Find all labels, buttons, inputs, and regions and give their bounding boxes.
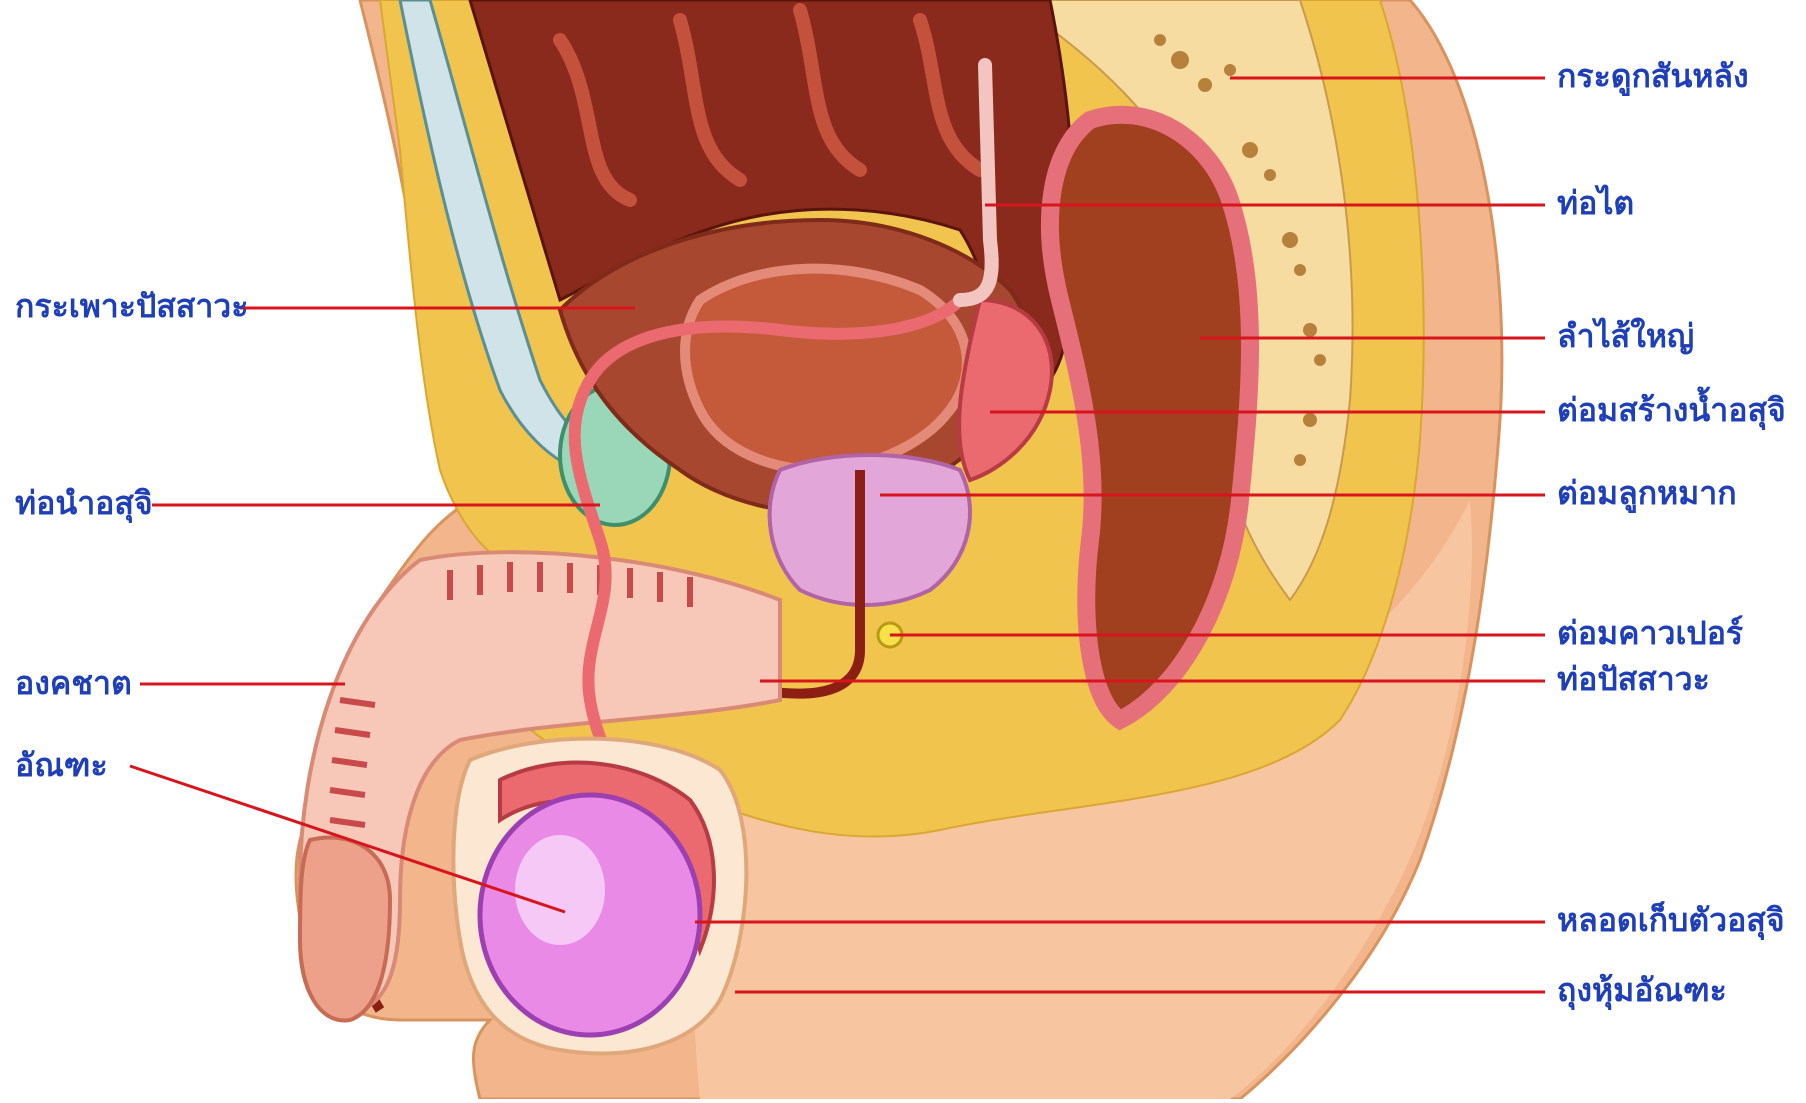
- label-penis: องคชาต: [15, 667, 132, 699]
- label-ureter: ท่อไต: [1557, 187, 1634, 219]
- label-colon: ลำไส้ใหญ่: [1557, 320, 1694, 352]
- label-seminal-vesicle: ต่อมสร้างน้ำอสุจิ: [1557, 394, 1786, 426]
- bladder-inner: [685, 269, 967, 470]
- glans: [300, 838, 390, 1021]
- label-cowpers-gland: ต่อมคาวเปอร์: [1557, 617, 1743, 649]
- testis-highlight: [515, 835, 605, 945]
- label-epididymis: หลอดเก็บตัวอสุจิ: [1557, 904, 1785, 936]
- label-urethra: ท่อปัสสาวะ: [1557, 663, 1710, 695]
- label-prostate: ต่อมลูกหมาก: [1557, 477, 1737, 509]
- label-testis: อัณฑะ: [15, 749, 108, 781]
- label-bladder: กระเพาะปัสสาวะ: [15, 290, 248, 322]
- prostate: [770, 455, 970, 605]
- label-scrotum: ถุงหุ้มอัณฑะ: [1557, 974, 1727, 1006]
- label-spine: กระดูกสันหลัง: [1557, 60, 1749, 92]
- label-vas-deferens: ท่อนำอสุจิ: [15, 487, 153, 519]
